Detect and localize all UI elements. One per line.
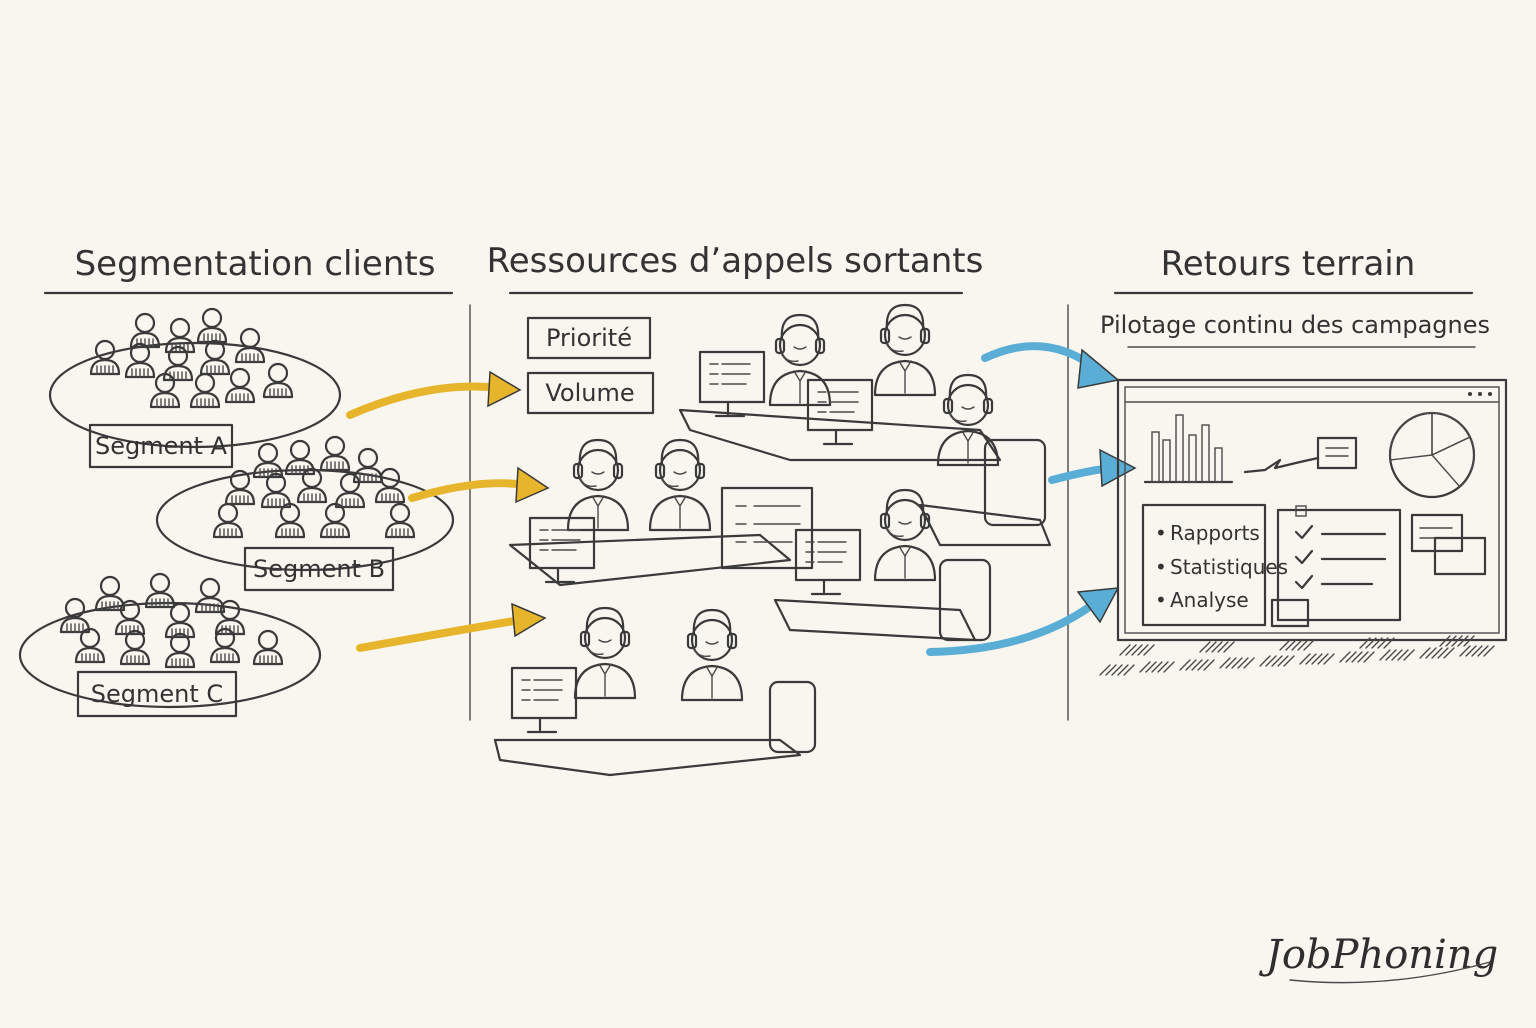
arrows-blue <box>926 342 1137 656</box>
monitor-icon <box>510 666 578 734</box>
segment-c-label-box <box>76 670 238 718</box>
floor-shading <box>1099 635 1495 676</box>
arrows-yellow <box>346 370 550 652</box>
segment-a-label: Segment A <box>95 432 228 460</box>
sticky-note-icon <box>1410 513 1464 553</box>
arrow-segment-c <box>356 616 524 652</box>
segment-c-platform <box>18 601 322 709</box>
segment-a-label-box <box>88 423 234 469</box>
checklist-board <box>720 486 814 570</box>
section-title-resources: Ressources d’appels sortants <box>487 241 984 281</box>
tag-volume-label: Volume <box>545 379 634 407</box>
arrow-head-feedback-1 <box>1077 348 1120 389</box>
arrow-segment-a <box>346 382 504 419</box>
agent-7 <box>573 606 637 700</box>
agent-5 <box>648 438 712 532</box>
trend-line-icon <box>1243 456 1320 474</box>
desk-top <box>678 408 1002 462</box>
monitor-icon <box>794 528 862 596</box>
segment-c-group: Segment C <box>18 572 322 718</box>
monitor-icon <box>806 378 874 446</box>
dashboard-frame <box>1116 378 1508 642</box>
section-title-feedback: Retours terrain <box>1161 244 1416 284</box>
section-subtitle-feedback: Pilotage continu des campagnes <box>1100 311 1490 339</box>
arrow-feedback-1 <box>981 342 1099 372</box>
tag-priority-label: Priorité <box>546 324 632 352</box>
arrow-head-b <box>515 466 550 504</box>
desk-middle <box>508 533 792 587</box>
desk-right-2 <box>773 598 977 642</box>
arrow-head-c <box>511 602 547 638</box>
agent-4 <box>566 438 630 532</box>
call-center-scene <box>493 303 1052 777</box>
tag-volume-box <box>526 371 655 415</box>
note-icon <box>1316 436 1358 470</box>
segment-b-group: Segment B <box>155 435 455 592</box>
bullet-icon: • <box>1155 588 1167 612</box>
tag-priority-box <box>526 316 652 360</box>
segment-b-label: Segment B <box>253 555 385 583</box>
agent-2 <box>873 303 937 397</box>
report-list-panel <box>1141 503 1267 627</box>
pie-chart-icon <box>1388 411 1476 499</box>
bullet-icon: • <box>1155 521 1167 545</box>
report-item-analyse: Analyse <box>1170 588 1249 612</box>
agent-3 <box>936 373 1000 467</box>
segment-a-group: Segment A <box>48 307 342 469</box>
arrow-segment-b <box>408 479 529 502</box>
sticky-note-icon <box>1433 536 1487 576</box>
segment-b-label-box <box>243 546 395 592</box>
desk-right-1 <box>918 503 1052 547</box>
monitor-icon <box>698 350 766 418</box>
report-item-statistiques: Statistiques <box>1170 555 1288 579</box>
chair-3 <box>768 680 817 754</box>
brand-logo: JobPhoning <box>1259 932 1498 978</box>
bar-chart-icon <box>1143 414 1234 484</box>
agent-6 <box>873 488 937 582</box>
arrow-head-a <box>487 370 522 408</box>
bullet-icon: • <box>1155 555 1167 579</box>
segment-c-crowd <box>59 572 284 669</box>
checklist-clipboard-icon <box>1270 505 1402 628</box>
arrow-head-feedback-3 <box>1076 587 1120 624</box>
segment-b-platform <box>155 468 455 572</box>
agent-8 <box>680 608 744 702</box>
segment-a-platform <box>48 341 342 449</box>
monitor-icon <box>528 516 596 584</box>
arrow-feedback-3 <box>926 601 1096 656</box>
chair-2 <box>938 558 992 642</box>
section-title-segmentation: Segmentation clients <box>75 244 436 284</box>
report-item-rapports: Rapports <box>1170 521 1260 545</box>
brand-underline <box>1289 961 1491 984</box>
chair-1 <box>983 438 1047 527</box>
dashboard-window: • Rapports • Statistiques • Analyse <box>1116 378 1508 642</box>
segment-b-crowd <box>212 435 416 539</box>
desk-bottom <box>493 738 802 777</box>
segment-a-crowd <box>89 307 294 409</box>
segment-c-label: Segment C <box>91 680 223 708</box>
